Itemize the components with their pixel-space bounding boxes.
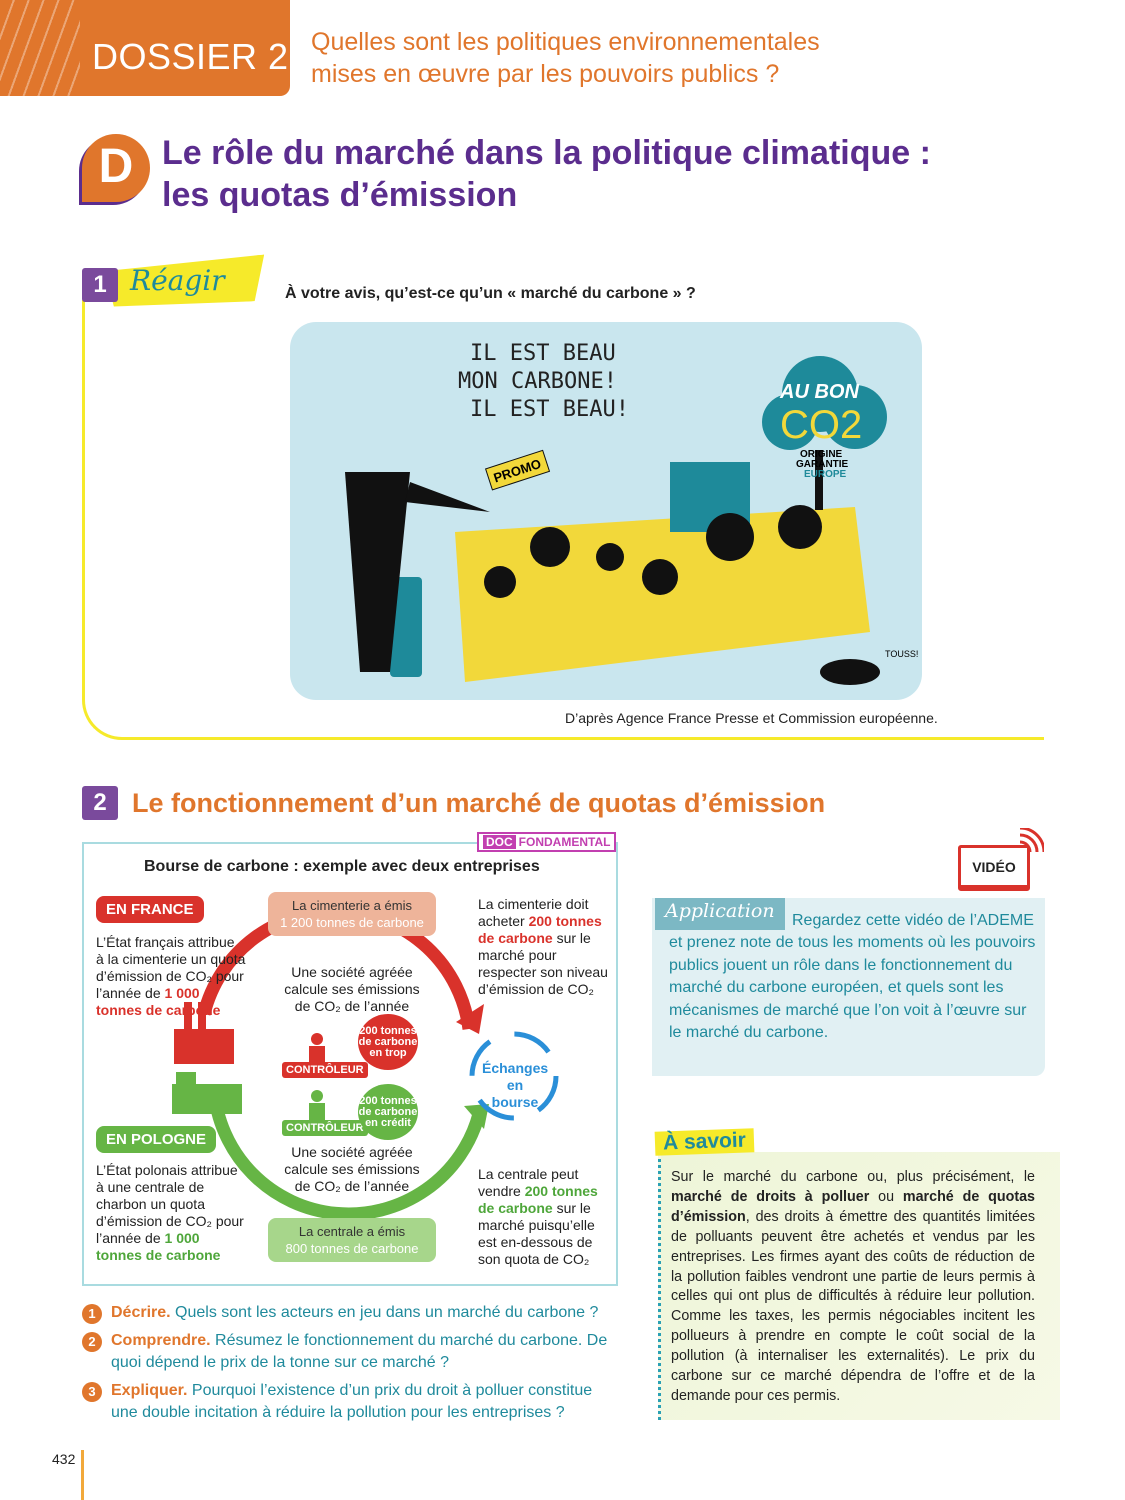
doc-number: 2 [82,786,118,820]
france-label: EN FRANCE [96,896,204,923]
doc1-caption: D’après Agence France Presse et Commissi… [565,710,938,726]
france-text: L’État français attribue à la cimenterie… [96,934,246,1019]
credit-bubble: 200 tonnes de carbone en crédit [358,1084,418,1140]
application-text: Regardez cette vidéo de l’ADEME et prene… [669,912,1036,1042]
speech-line: IL EST BEAU! [470,397,629,422]
sign-text: AU BON [779,381,859,403]
section-letter-badge: D [82,134,150,202]
power-plant-icon [172,1072,242,1114]
controller-label: CONTRÔLEUR [282,1062,368,1078]
cimenterie-emissions: La cimenterie a émis 1 200 tonnes de carb… [268,892,436,936]
question-verb: Expliquer. [111,1382,188,1399]
text: sur le marché pour respecter son niveau … [478,930,608,997]
poland-label: EN POLOGNE [96,1126,217,1153]
cartoon-illustration: IL EST BEAU MON CARBONE! IL EST BEAU! AU… [290,322,922,700]
poland-text: L’État polonais attribue à une centrale … [96,1162,246,1264]
text: , des droits à émettre des quantités lim… [671,1208,1035,1404]
text: La centrale peut vendre [478,1166,579,1199]
centrale-emissions: La centrale a émis 800 tonnes de carbone [268,1218,436,1262]
question-number: 3 [82,1382,102,1402]
co2-tree: AU BON CO2 ORIGINE GARANTIE EUROPE [762,356,887,510]
sign-text: CO2 [780,403,862,447]
a-savoir-text: Sur le marché du carbone ou, plus précis… [671,1168,1035,1407]
doc2-title: Le fonctionnement d’un marché de quotas … [132,788,826,818]
exchange-label: Échanges en bourse [482,1060,549,1110]
text: Sur le marché du carbone ou, plus précis… [671,1169,1035,1185]
excess-bubble: 200 tonnes de carbone en trop [358,1014,418,1070]
text: L’État français attribue à la cimenterie… [96,934,246,1001]
controller-label: CONTRÔLEUR [282,1120,368,1136]
text: L’État polonais attribue à une centrale … [96,1162,244,1246]
question-item: 3 Expliquer. Pourquoi l’existence d’un pr… [82,1380,622,1424]
buy-text: La cimenterie doit acheter 200 tonnes de… [478,896,610,998]
dossier-label: DOSSIER 2 [92,36,289,77]
title-line: les quotas d’émission [162,176,518,214]
badge-part: DOC [483,835,516,849]
society-text: Une société agréée calcule ses émissions… [284,1144,420,1194]
question-text: Pourquoi l’existence d’un prix du droit … [111,1382,593,1421]
text: ou [869,1188,903,1205]
video-button[interactable]: VIDÉO [958,845,1030,891]
text: sur le marché puisqu’elle est en-dessous… [478,1200,595,1267]
text: 1 200 tonnes de carbone [280,915,424,930]
amount: 1 000 tonnes de carbone [96,985,221,1018]
question-item: 1 Décrire. Quels sont les acteurs en jeu … [82,1302,622,1324]
doc-number: 1 [82,268,118,302]
question-line: mises en œuvre par les pouvoirs publics … [311,60,780,88]
question-item: 2 Comprendre. Résumez le fonctionnement d… [82,1330,622,1374]
controller-icon [309,1033,325,1123]
text: La cimenterie a émis [292,898,412,913]
application-label: Application [655,898,785,930]
doc1-frame [82,300,1044,740]
doc1-question: À votre avis, qu’est-ce qu’un « marché d… [285,285,696,302]
page-margin-line [81,1450,84,1500]
text: La cimenterie doit acheter [478,896,589,929]
sell-text: La centrale peut vendre 200 tonnes de ca… [478,1166,610,1268]
dossier-question: Quelles sont les politiques environnemen… [311,26,820,90]
buyer [345,472,410,672]
text: La centrale a émis [298,1224,406,1239]
title-line: Le rôle du marché dans la politique clim… [162,134,931,172]
badge-part: FONDAMENTAL [518,835,611,849]
dog-cough: TOUSS! [885,649,918,659]
sign-text: GARANTIE [796,459,849,470]
reagir-label: Réagir [130,264,225,297]
amount: 1 000 tonnes de carbone [96,1230,221,1263]
amount: 200 tonnes de carbone [478,1183,598,1216]
a-savoir-box [658,1152,1060,1420]
question-verb: Comprendre. [111,1332,211,1349]
question-verb: Décrire. [111,1304,171,1321]
sign-text: EUROPE [804,469,847,480]
question-line: Quelles sont les politiques environnemen… [311,28,820,56]
question-number: 2 [82,1332,102,1352]
infographic-title: Bourse de carbone : exemple avec deux en… [144,858,540,875]
amount: 200 tonnes de carbone [478,913,602,946]
key-term: marché de droits à polluer [671,1188,870,1205]
question-text: Quels sont les acteurs en jeu dans un ma… [170,1304,599,1321]
question-number: 1 [82,1304,102,1324]
question-text: Résumez le fonctionnement du marché du c… [111,1332,608,1371]
dog [820,659,880,685]
key-term: marché de quotas d’émission [671,1188,1035,1225]
a-savoir-label: À savoir [654,1128,755,1156]
text: 800 tonnes de carbone [285,1241,419,1256]
suitcase [390,577,422,677]
page-title: Le rôle du marché dans la politique clim… [162,132,931,216]
infographic: Bourse de carbone : exemple avec deux en… [82,842,618,1286]
factory-icon [174,1002,234,1064]
page-number: 432 [52,1451,76,1467]
sign-text: ORIGINE [800,449,843,460]
speech-line: IL EST BEAU [470,341,616,366]
speech-line: MON CARBONE! [458,369,617,394]
dossier-banner: DOSSIER 2 [0,0,290,96]
society-text: Une société agréée calcule ses émissions… [284,964,420,1014]
